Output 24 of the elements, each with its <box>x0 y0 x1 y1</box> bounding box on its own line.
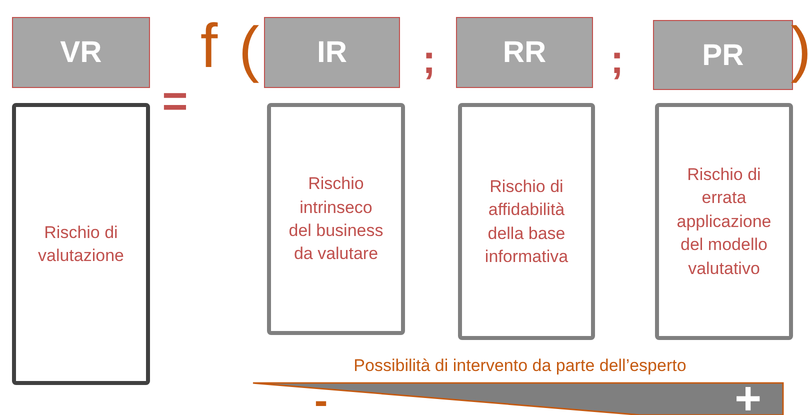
plus-sign: + <box>734 374 762 415</box>
variable-name: PR <box>702 38 744 74</box>
equals-sign: = <box>162 80 188 124</box>
scale-caption: Possibilità di intervento da parte dell’esperto <box>354 356 686 374</box>
variable-name: RR <box>502 35 546 71</box>
description-text: Rischio di errata applicazione del modello valutativo <box>676 164 772 280</box>
variable-box <box>264 17 400 88</box>
variable-name: IR <box>317 35 347 71</box>
variable-name: VR <box>60 35 102 71</box>
description-text: Rischio di valutazione <box>36 222 125 267</box>
formula-symbol: f <box>200 16 218 78</box>
description-text: Rischio intrinseco del business da valutare <box>288 173 384 266</box>
minus-sign: - <box>314 381 328 415</box>
formula-symbol: ( <box>238 19 260 81</box>
semicolon: ; <box>422 40 436 80</box>
variable-box <box>653 20 793 90</box>
description-text: Rischio di affidabilità della base informativa <box>484 176 570 268</box>
variable-box <box>456 17 593 88</box>
description-box <box>655 103 793 340</box>
description-box <box>267 103 405 335</box>
description-box <box>12 103 150 385</box>
description-box <box>458 103 595 340</box>
semicolon: ; <box>610 40 624 80</box>
variable-box <box>12 17 150 88</box>
